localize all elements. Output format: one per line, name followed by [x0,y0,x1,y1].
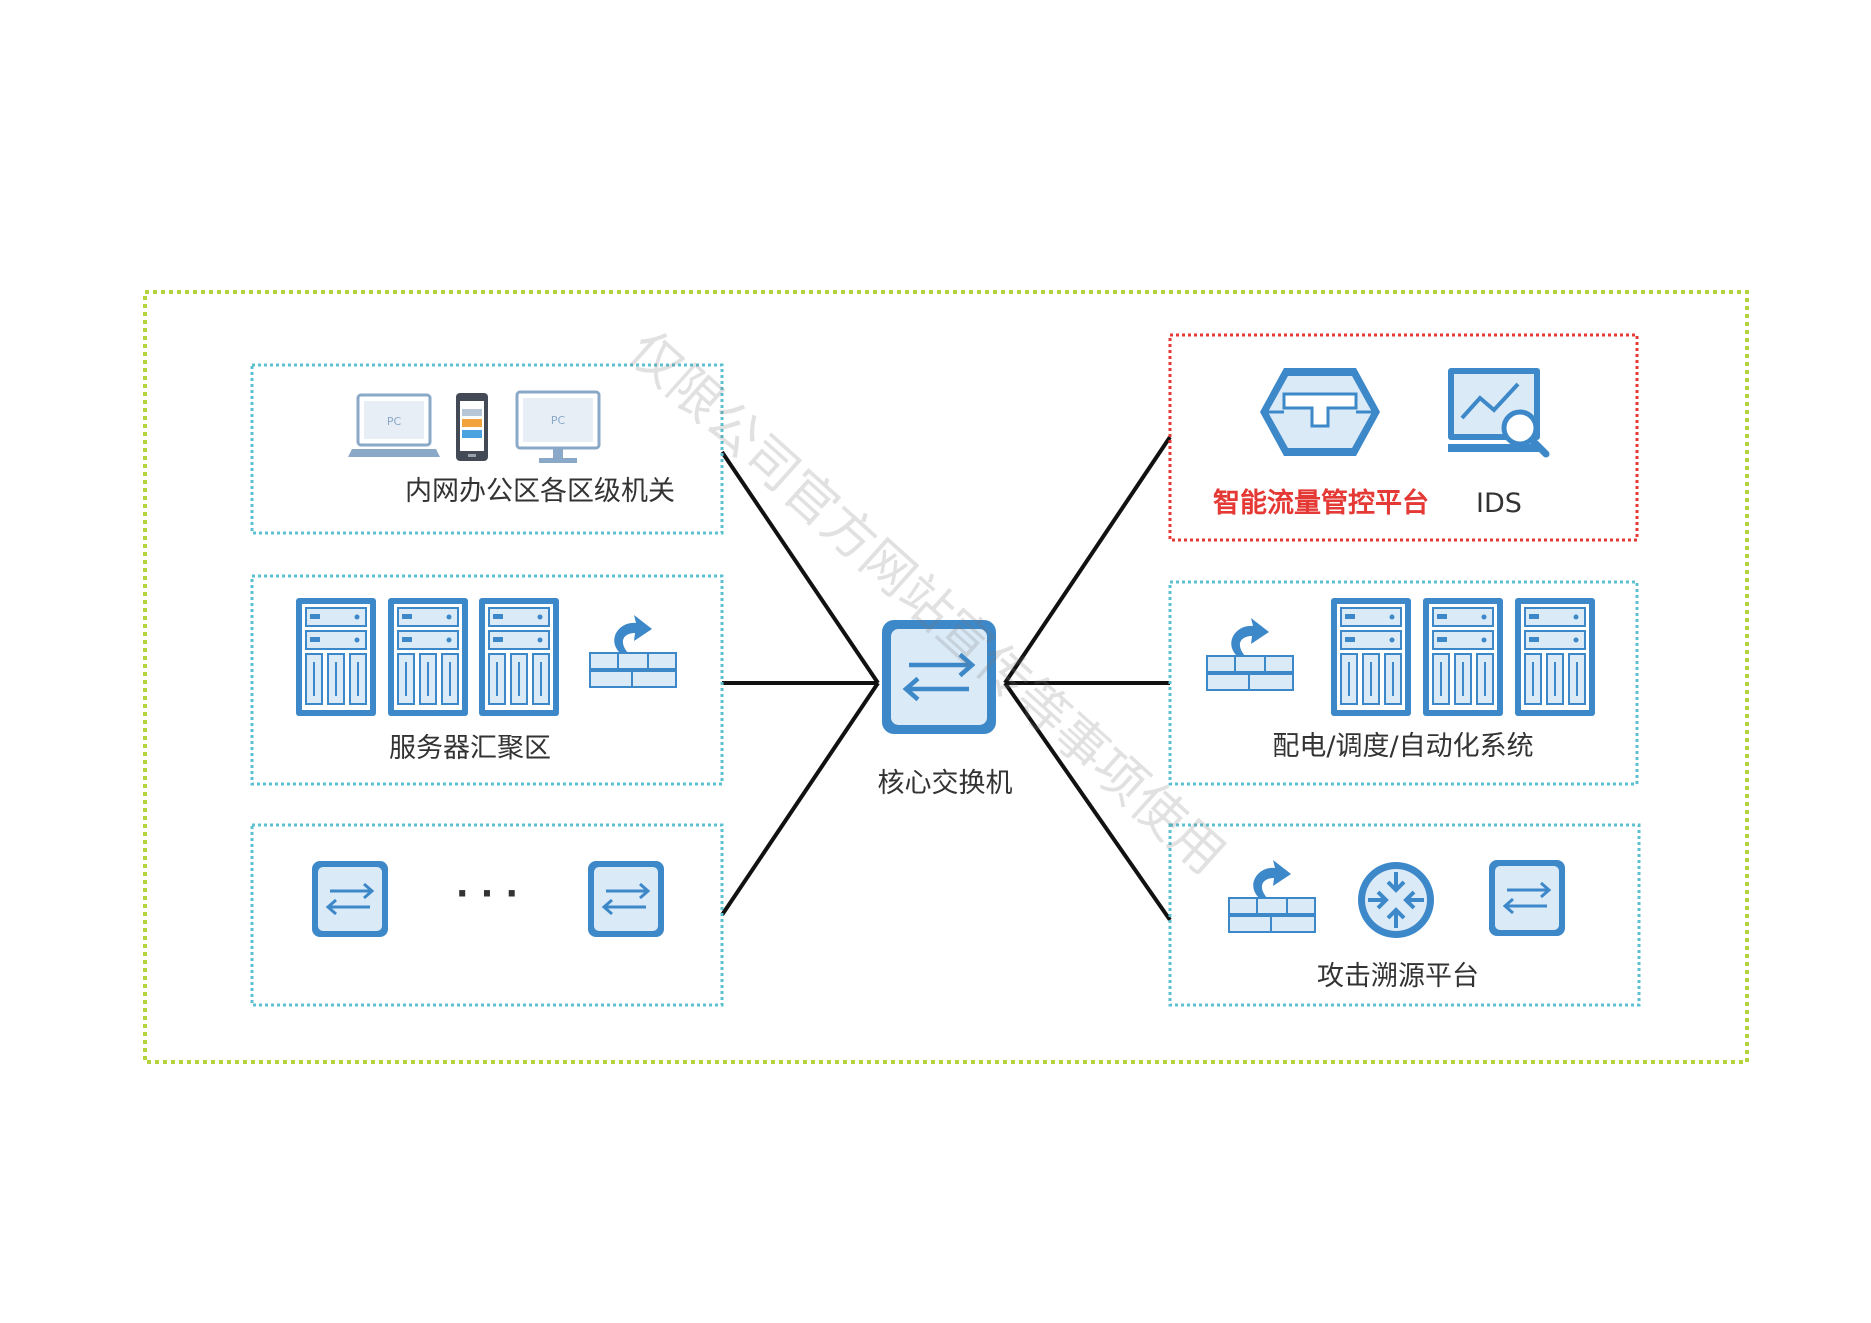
laptop-pc-tag: PC [387,415,402,428]
ellipsis-marker: · · · [456,874,518,914]
group-traffic: 智能流量管控平台 IDS [1168,333,1639,542]
desktop-monitor-icon: PC [515,390,601,465]
group-dispatch-frame [1168,580,1639,786]
server-rack-icon [1330,597,1412,717]
switch-icon [310,859,390,939]
ids-monitor-icon [1448,368,1550,458]
mobile-phone-icon [456,393,488,461]
router-icon [1356,860,1436,940]
switch-icon [586,859,666,939]
link-office-core [720,450,880,685]
group-traffic-label: 智能流量管控平台 [1213,487,1429,519]
group-trace-label: 攻击溯源平台 [1317,961,1479,992]
switch-icon [1487,858,1567,938]
group-dispatch-label: 配电/调度/自动化系统 [1272,731,1533,762]
server-rack-icon [295,597,377,717]
connection-lines [720,435,1172,922]
server-rack-icon [1422,597,1504,717]
core-switch-label: 核心交换机 [878,768,1013,799]
group-dispatch: 配电/调度/自动化系统 [1168,580,1639,786]
group-trace-frame [1168,823,1641,1007]
link-more-core [720,681,880,917]
group-office: PC PC 内网办公区各区级机关 [250,363,724,535]
group-trace: 攻击溯源平台 [1168,823,1641,1007]
firewall-icon [1228,859,1316,933]
laptop-icon: PC [346,393,442,459]
outer-boundary [143,290,1749,1064]
group-server: 服务器汇聚区 [250,574,724,786]
traffic-controller-icon [1260,368,1380,456]
server-rack-icon [387,597,469,717]
group-more-frame [250,823,724,1007]
group-server-frame [250,574,724,786]
core-switch: 核心交换机 [878,620,1013,799]
server-rack-icon [1514,597,1596,717]
firewall-icon [1206,617,1294,691]
ids-label: IDS [1476,488,1522,519]
group-office-label: 内网办公区各区级机关 [405,476,675,507]
group-more: · · · [250,823,724,1007]
server-rack-icon [478,597,560,717]
group-office-frame [250,363,724,535]
link-core-trace [1003,681,1172,922]
link-core-traffic [1003,435,1172,685]
firewall-icon [589,614,677,688]
group-server-label: 服务器汇聚区 [389,733,551,764]
monitor-pc-tag: PC [551,414,566,427]
watermark-text: 仅限公司官方网站宣传等事项使用 [616,320,1236,887]
